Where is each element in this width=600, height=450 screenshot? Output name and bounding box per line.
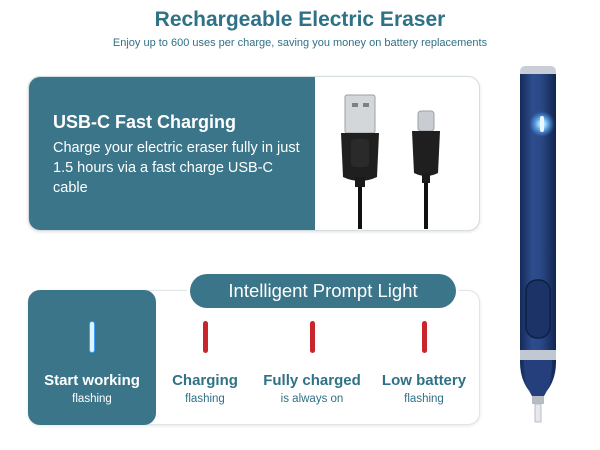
start-working-highlight (28, 290, 156, 425)
state-sub: flashing (185, 393, 225, 405)
state-sub: is always on (280, 393, 344, 405)
red-light-indicator (202, 321, 208, 353)
state-label: Start working (44, 372, 140, 389)
usb-cable-icon (341, 94, 440, 229)
state-label: Charging (172, 372, 238, 389)
blue-light-indicator (89, 321, 95, 353)
state-label: Low battery (381, 372, 467, 389)
electric-eraser-pen (520, 66, 556, 423)
usb-heading: USB-C Fast Charging (53, 112, 237, 132)
prompt-light-title: Intelligent Prompt Light (190, 274, 456, 308)
usb-info-panel: USB-C Fast Charging Charge your electric… (29, 77, 315, 230)
state-fully-charged: Fully charged is always on (256, 321, 368, 405)
state-label: Fully charged (263, 372, 361, 389)
page-title: Rechargeable Electric Eraser (154, 8, 446, 31)
state-sub: flashing (72, 393, 112, 405)
red-light-indicator (421, 321, 427, 353)
state-start-working: Start working flashing (28, 321, 156, 405)
state-charging: Charging flashing (160, 321, 250, 405)
state-low-battery: Low battery flashing (372, 321, 476, 405)
state-sub: flashing (404, 393, 444, 405)
red-light-indicator (309, 321, 315, 353)
page-subtitle: Enjoy up to 600 uses per charge, saving … (112, 37, 488, 49)
usb-description: Charge your electric eraser fully in jus… (53, 140, 300, 196)
usb-charging-card: USB-C Fast Charging Charge your electric… (28, 76, 480, 231)
